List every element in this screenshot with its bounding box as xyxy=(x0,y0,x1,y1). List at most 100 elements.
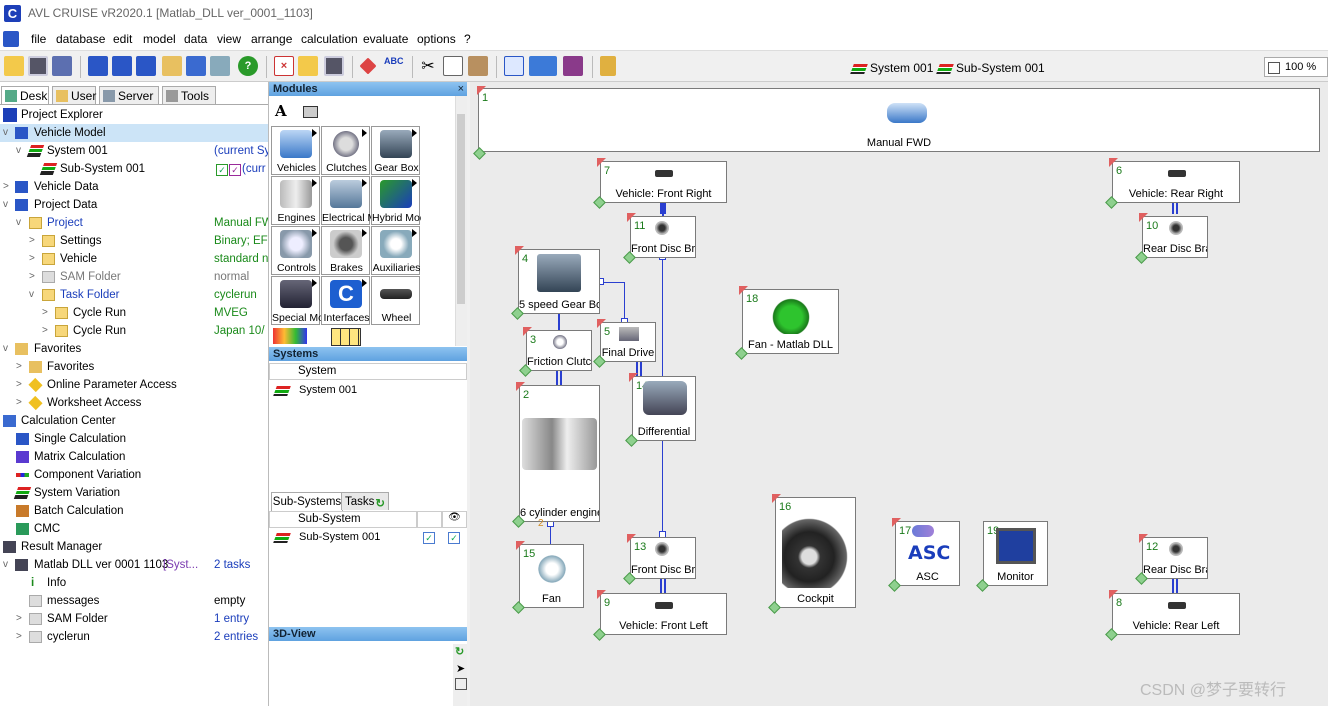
zoom-icon[interactable] xyxy=(529,56,557,76)
column-active-icon[interactable] xyxy=(417,511,442,528)
module-wheel[interactable]: Wheel xyxy=(371,276,420,325)
pointer-icon[interactable]: ➤ xyxy=(456,663,466,675)
component-19[interactable]: 19 Monitor xyxy=(983,521,1048,586)
tree-result-manager[interactable]: Result Manager xyxy=(0,538,268,556)
tree-sub-system-001[interactable]: Sub-System 001✓✓(curr xyxy=(0,160,268,178)
app-menu-icon[interactable] xyxy=(3,31,19,47)
modules-scrollbar[interactable] xyxy=(455,96,467,346)
open-folder-icon[interactable] xyxy=(4,56,24,76)
component-5[interactable]: 5 Final Drive xyxy=(600,322,656,362)
home-icon[interactable] xyxy=(162,56,182,76)
module-engines[interactable]: Engines xyxy=(271,176,320,225)
component-12[interactable]: 12 Rear Disc Bra xyxy=(1142,537,1208,579)
tab-sub-systems[interactable]: Sub-Systems xyxy=(271,492,343,511)
tree-worksheet-access[interactable]: >Worksheet Access xyxy=(16,395,142,411)
menu-data[interactable]: data xyxy=(184,32,208,46)
menu-file[interactable]: file xyxy=(31,32,47,46)
grid-icon[interactable] xyxy=(331,328,361,346)
systems-row[interactable]: System 001 xyxy=(269,382,467,399)
lock-icon[interactable] xyxy=(600,56,616,76)
component-17[interactable]: 17 ASC ASC xyxy=(895,521,960,586)
component-3[interactable]: 3 Friction Clutch xyxy=(526,330,592,371)
eye-icon[interactable]: 👁 xyxy=(442,511,467,528)
save-model-icon[interactable] xyxy=(324,56,344,76)
menu-database[interactable]: database xyxy=(56,32,106,46)
tab-desk[interactable]: Desk xyxy=(1,86,49,104)
tree-calculation-center[interactable]: vCalculation Center xyxy=(0,412,268,430)
component-14[interactable]: 14 Differential xyxy=(632,376,696,441)
save-icon[interactable] xyxy=(28,56,48,76)
paste-icon[interactable] xyxy=(468,56,488,76)
model-copy-icon[interactable] xyxy=(112,56,132,76)
module-special[interactable]: Special Mo xyxy=(271,276,321,325)
tab-server[interactable]: Server xyxy=(99,86,159,104)
component-1[interactable]: 1 Manual FWD xyxy=(478,88,1320,152)
text-tool-icon[interactable]: A xyxy=(275,102,287,120)
tree-system-variation[interactable]: System Variation xyxy=(0,484,268,502)
fit-view-icon[interactable] xyxy=(504,56,524,76)
menu-arrange[interactable]: arrange xyxy=(251,32,293,46)
menu-calculation[interactable]: calculation xyxy=(301,32,358,46)
menu-edit[interactable]: edit xyxy=(113,32,133,46)
component-16[interactable]: 16 Cockpit xyxy=(775,497,856,608)
module-auxiliaries[interactable]: Auxiliaries xyxy=(371,226,420,275)
module-gearbox[interactable]: Gear Box xyxy=(371,126,420,175)
delete-icon[interactable]: × xyxy=(274,56,294,76)
tree-vehicle-data[interactable]: >Vehicle Data xyxy=(3,181,99,193)
puzzle-icon[interactable] xyxy=(273,328,307,344)
component-4[interactable]: 4 5 speed Gear Bo xyxy=(518,249,600,314)
component-18[interactable]: 18 Fan - Matlab DLL xyxy=(742,289,839,354)
zoom-out-icon[interactable] xyxy=(1268,62,1280,74)
rotate-icon[interactable]: ↻ xyxy=(455,646,465,658)
tree-single-calculation[interactable]: Single Calculation xyxy=(0,430,268,448)
menu-options[interactable]: options xyxy=(417,32,456,46)
component-10[interactable]: 10 Rear Disc Bra xyxy=(1142,216,1208,258)
tree-cmc[interactable]: CMC xyxy=(0,520,268,538)
pan-icon[interactable] xyxy=(455,678,467,690)
tree-project-explorer[interactable]: Project Explorer xyxy=(0,106,268,124)
component-15[interactable]: 15 Fan xyxy=(519,544,584,608)
tree-batch-calculation[interactable]: Batch Calculation xyxy=(0,502,268,520)
book-icon[interactable] xyxy=(563,56,583,76)
checkbox-icon[interactable]: ✓ xyxy=(448,532,460,544)
menu-view[interactable]: view xyxy=(217,32,242,46)
zoom-combo[interactable]: 100 % xyxy=(1264,57,1328,77)
component-8[interactable]: 8 Vehicle: Rear Left xyxy=(1112,593,1240,635)
checkbox-icon[interactable]: ✓ xyxy=(423,532,435,544)
checkbox-icon[interactable]: ✓ xyxy=(216,164,228,176)
checkbox-icon[interactable]: ✓ xyxy=(229,164,241,176)
component-13[interactable]: 13 Front Disc Br xyxy=(630,537,696,579)
monitor-icon[interactable] xyxy=(186,56,206,76)
component-7[interactable]: 7 Vehicle: Front Right xyxy=(600,161,727,203)
menu-model[interactable]: model xyxy=(143,32,176,46)
model-canvas[interactable]: 1 Manual FWD 7 Vehicle: Front Right 6 Ve… xyxy=(470,82,1328,706)
component-9[interactable]: 9 Vehicle: Front Left xyxy=(600,593,727,635)
chart-icon[interactable] xyxy=(210,56,230,76)
module-electrical[interactable]: Electrical M xyxy=(321,176,371,225)
copy-icon[interactable] xyxy=(443,56,463,76)
tree-favorites[interactable]: >Favorites xyxy=(16,361,95,373)
tree-online-parameter-access[interactable]: >Online Parameter Access xyxy=(16,377,177,393)
open-icon[interactable] xyxy=(298,56,318,76)
component-6[interactable]: 6 Vehicle: Rear Right xyxy=(1112,161,1240,203)
menu-help[interactable]: ? xyxy=(464,32,471,46)
module-vehicles[interactable]: Vehicles xyxy=(271,126,320,175)
tab-tasks[interactable]: Tasks↻ xyxy=(341,492,389,510)
tab-tools[interactable]: Tools xyxy=(162,86,216,104)
cut-icon[interactable]: ✂ xyxy=(421,58,435,75)
tree-component-variation[interactable]: Component Variation xyxy=(0,466,268,484)
